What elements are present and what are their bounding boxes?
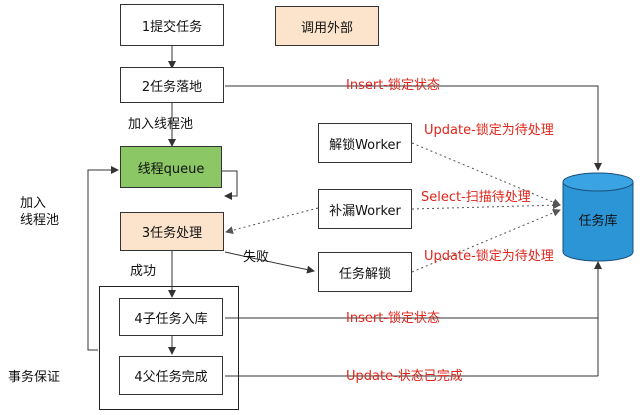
fail-label: 失败 — [243, 250, 270, 265]
transaction-label: 事务保证 — [8, 370, 61, 385]
join-pool-label-left-1: 加入 — [20, 196, 47, 211]
patch-worker-box: 补漏Worker — [318, 189, 412, 229]
thread-queue-box: 线程queue — [120, 146, 222, 188]
task-unlock-box: 任务解锁 — [318, 252, 412, 292]
update-pending-label-2: Update-锁定为待处理 — [424, 249, 554, 264]
task-land-box: 2任务落地 — [120, 67, 224, 103]
submit-task-box: 1提交任务 — [120, 4, 224, 46]
unlock-worker-box: 解锁Worker — [318, 123, 412, 163]
subtask-insert-box: 4子任务入库 — [119, 298, 223, 336]
transaction-group — [99, 286, 239, 410]
update-done-label: Update-状态已完成 — [346, 369, 463, 384]
arrow-group-to-queue — [87, 166, 119, 351]
success-label: 成功 — [130, 264, 157, 279]
select-scan-label: Select-扫描待处理 — [421, 190, 531, 205]
parent-complete-box: 4父任务完成 — [119, 356, 223, 395]
task-db-label: 任务库 — [578, 214, 618, 229]
database-icon — [562, 172, 634, 262]
join-pool-label-left-2: 线程池 — [20, 213, 60, 228]
call-external-box: 调用外部 — [275, 6, 379, 46]
dotted-patch-worker-to-process — [225, 207, 319, 235]
dotted-task-unlock-to-db — [411, 209, 561, 273]
insert-lock-label-1: Insert-锁定状态 — [346, 78, 440, 93]
arrow-queue-to-process — [222, 170, 238, 200]
dotted-unlock-worker-to-db — [411, 142, 561, 206]
insert-lock-label-2: Insert-锁定状态 — [346, 311, 440, 326]
join-pool-label-top: 加入线程池 — [128, 117, 194, 132]
task-db: 任务库 — [562, 172, 634, 262]
arrow-process-to-unlock — [224, 251, 315, 274]
update-pending-label-1: Update-锁定为待处理 — [424, 123, 554, 138]
task-process-box: 3任务处理 — [120, 212, 224, 251]
arrow-land-to-db — [225, 85, 602, 171]
